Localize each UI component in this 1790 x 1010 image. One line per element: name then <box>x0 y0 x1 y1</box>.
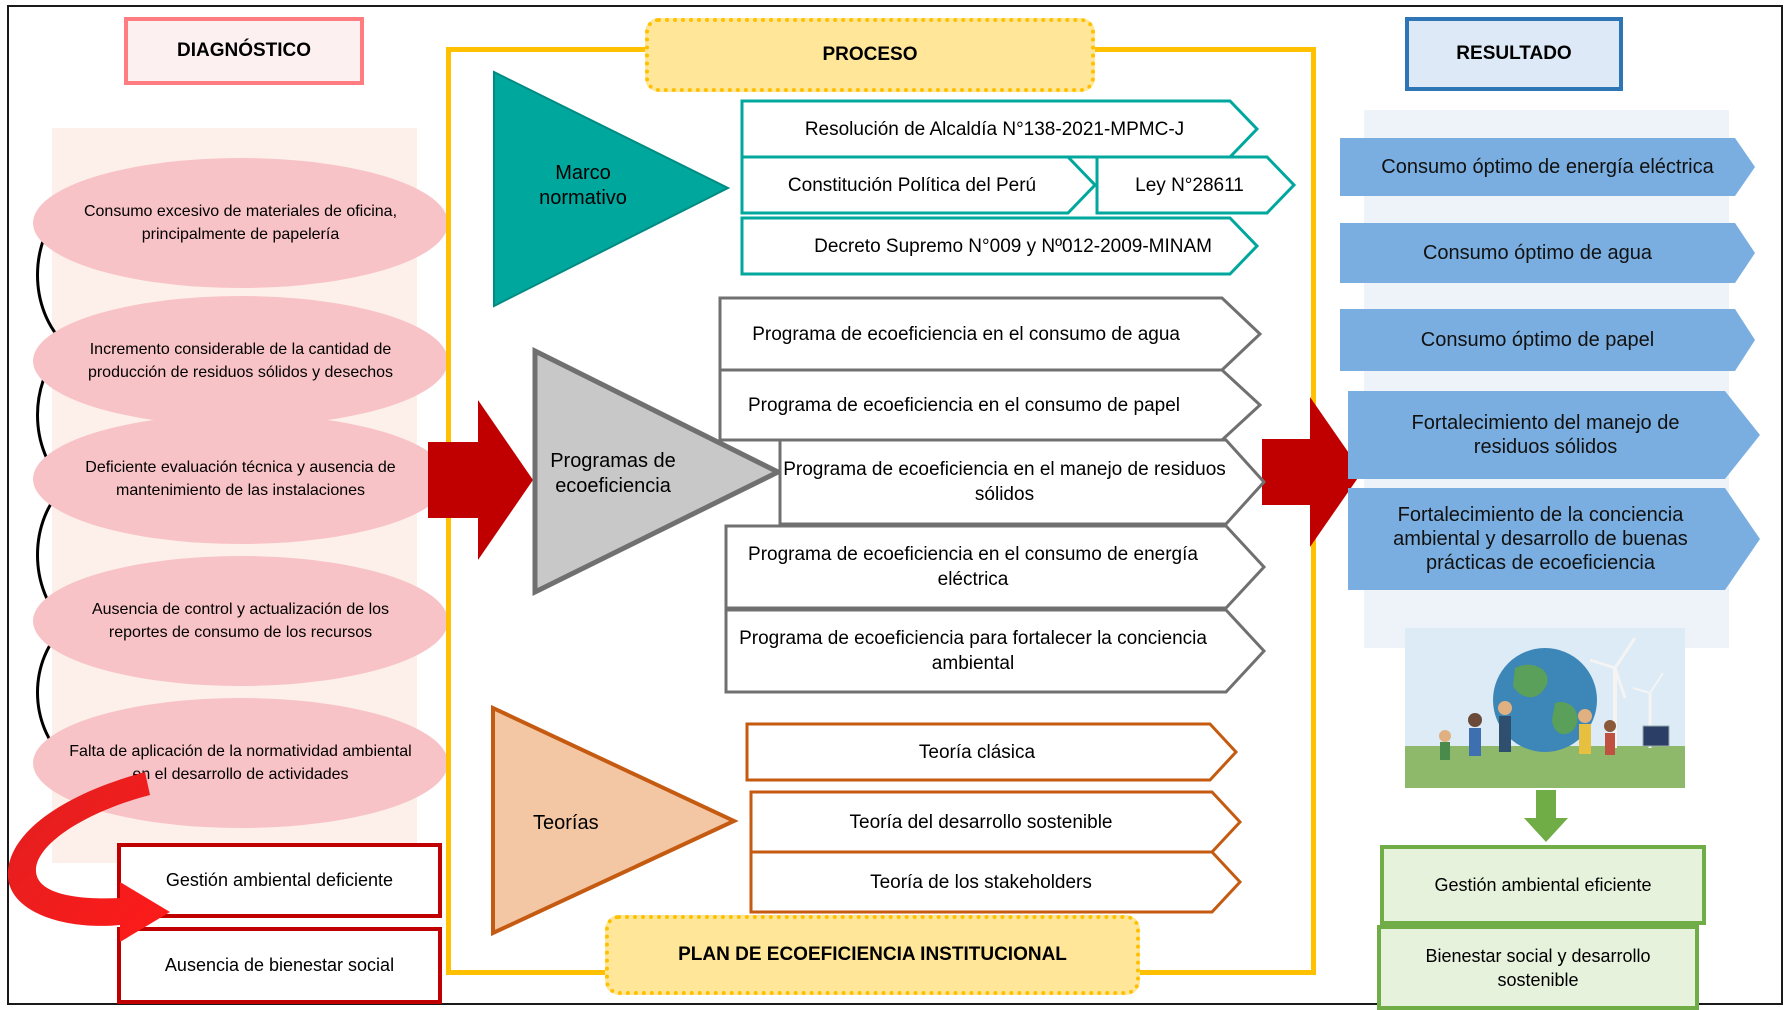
teorias-chevron-shape <box>749 850 1243 914</box>
problem-ellipse: Ausencia de control y actualización de l… <box>33 556 448 686</box>
problem-text: Incremento considerable de la cantidad d… <box>87 341 394 381</box>
outcome-text: Bienestar social y desarrollo sostenible <box>1425 945 1651 990</box>
teorias-triangle <box>491 704 739 937</box>
teorias-item: Teoría de los stakeholders <box>751 852 1211 912</box>
marco-item: Decreto Supremo N°009 y Nº012-2009-MINAM <box>742 218 1232 274</box>
programas-chevron-shape <box>724 524 1267 610</box>
outcome-box-bienestar-ausente: Ausencia de bienestar social <box>117 927 442 1004</box>
people-icon <box>1439 701 1616 760</box>
programas-chevron-shape <box>724 608 1267 694</box>
teorias-item-text: Teoría del desarrollo sostenible <box>849 811 1113 833</box>
curved-red-arrow <box>7 772 170 942</box>
programas-item-text: Programa de ecoeficiencia para fortalece… <box>739 628 1207 674</box>
resultado-arrow-shape <box>1340 309 1755 371</box>
problem-text: Deficiente evaluación técnica y ausencia… <box>85 459 396 499</box>
problem-text: Consumo excesivo de materiales de oficin… <box>83 203 398 243</box>
programas-item: Programa de ecoeficiencia en el consumo … <box>720 370 1220 440</box>
marco-item: Ley N°28611 <box>1097 157 1282 213</box>
diagnostico-header: DIAGNÓSTICO <box>124 17 364 85</box>
marco-item: Constitución Política del Perú <box>742 157 1082 213</box>
proceso-header: PROCESO <box>645 18 1095 92</box>
problem-ellipse: Incremento considerable de la cantidad d… <box>33 296 448 426</box>
resultado-item-text: Consumo óptimo de energía eléctrica <box>1381 156 1714 178</box>
problem-ellipse: Deficiente evaluación técnica y ausencia… <box>33 414 448 544</box>
teorias-item: Teoría clásica <box>747 724 1207 780</box>
programas-item: Programa de ecoeficiencia en el manejo d… <box>782 442 1227 522</box>
outcome-box-bienestar-sostenible: Bienestar social y desarrollo sostenible <box>1377 925 1699 1010</box>
resultado-item-text: Consumo óptimo de agua <box>1422 242 1653 264</box>
programas-chevron-shape <box>718 368 1263 442</box>
arrow-diagnostico-to-proceso <box>428 400 533 560</box>
resultado-arrow-shape <box>1340 138 1755 196</box>
outcome-text: Gestión ambiental deficiente <box>165 870 394 890</box>
outcome-box-gestion-deficiente: Gestión ambiental deficiente <box>117 843 442 918</box>
marco-chevron-shape <box>740 99 1260 159</box>
marco-label-text: Marco normativo <box>539 162 627 209</box>
programas-item: Programa de ecoeficiencia para fortalece… <box>728 612 1218 690</box>
marco-item-text: Ley N°28611 <box>1135 174 1244 196</box>
resultado-item: Consumo óptimo de energía eléctrica <box>1340 138 1755 196</box>
resultado-item: Consumo óptimo de papel <box>1340 309 1735 371</box>
programas-item-text: Programa de ecoeficiencia en el consumo … <box>748 544 1198 590</box>
programas-item: Programa de ecoeficiencia en el consumo … <box>728 528 1218 606</box>
marco-item-text: Constitución Política del Perú <box>787 174 1037 196</box>
proceso-header-label: PROCESO <box>822 44 918 65</box>
green-down-arrow <box>1524 790 1568 842</box>
programas-item: Programa de ecoeficiencia en el consumo … <box>720 298 1220 370</box>
resultado-item-text: Consumo óptimo de papel <box>1420 329 1655 351</box>
diagnostico-header-label: DIAGNÓSTICO <box>176 40 312 61</box>
problem-ellipse: Consumo excesivo de materiales de oficin… <box>33 158 448 288</box>
resultado-item: Fortalecimiento de la conciencia ambient… <box>1348 488 1733 590</box>
teorias-item: Teoría del desarrollo sostenible <box>751 792 1211 852</box>
resultado-item: Consumo óptimo de agua <box>1340 223 1735 283</box>
marco-label: Marco normativo <box>518 156 648 216</box>
marco-item-text: Resolución de Alcaldía N°138-2021-MPMC-J <box>804 118 1185 140</box>
plan-label-text: PLAN DE ECOEFICIENCIA INSTITUCIONAL <box>678 944 1067 965</box>
teorias-label: Teorías <box>533 808 633 838</box>
programas-chevron-shape <box>778 438 1267 526</box>
programas-label-text: Programas de ecoeficiencia <box>550 450 676 497</box>
marco-item: Resolución de Alcaldía N°138-2021-MPMC-J <box>742 101 1257 157</box>
resultado-item-text: Fortalecimiento del manejo de residuos s… <box>1411 412 1680 458</box>
problem-text: Falta de aplicación de la normatividad a… <box>69 743 412 783</box>
marco-chevron-shape <box>740 155 1098 215</box>
arrow-proceso-to-resultado <box>1262 397 1362 547</box>
resultado-arrow-shape <box>1348 391 1760 479</box>
resultado-item-text: Fortalecimiento de la conciencia ambient… <box>1393 504 1688 574</box>
programas-label: Programas de ecoeficiencia <box>548 444 678 504</box>
resultado-header: RESULTADO <box>1405 17 1623 91</box>
marco-chevron-shape <box>740 216 1260 276</box>
programas-chevron-shape <box>718 296 1263 372</box>
teorias-item-text: Teoría clásica <box>918 741 1036 763</box>
solar-panel-icon <box>1642 725 1670 747</box>
resultado-header-label: RESULTADO <box>1456 43 1572 64</box>
ecology-illustration <box>1405 628 1685 788</box>
resultado-arrow-shape <box>1340 223 1755 283</box>
diagram-frame <box>7 5 1783 1005</box>
programas-item-text: Programa de ecoeficiencia en el consumo … <box>752 323 1180 345</box>
outcome-text: Ausencia de bienestar social <box>164 955 395 975</box>
teorias-item-text: Teoría de los stakeholders <box>870 871 1092 893</box>
programas-item-text: Programa de ecoeficiencia en el manejo d… <box>783 459 1226 505</box>
teorias-chevron-shape <box>749 790 1243 854</box>
marco-item-text: Decreto Supremo N°009 y Nº012-2009-MINAM <box>814 235 1212 257</box>
plan-label: PLAN DE ECOEFICIENCIA INSTITUCIONAL <box>605 915 1140 995</box>
resultado-item: Fortalecimiento del manejo de residuos s… <box>1348 391 1743 479</box>
programas-item-text: Programa de ecoeficiencia en el consumo … <box>748 394 1180 416</box>
teorias-label-text: Teorías <box>533 811 599 834</box>
marco-triangle <box>493 70 731 308</box>
outcome-box-gestion-eficiente: Gestión ambiental eficiente <box>1380 845 1706 925</box>
outcome-text: Gestión ambiental eficiente <box>1434 875 1652 895</box>
resultado-arrow-shape <box>1348 488 1760 590</box>
programas-triangle <box>532 346 784 597</box>
teorias-chevron-shape <box>745 722 1239 782</box>
marco-chevron-shape <box>1095 155 1297 215</box>
problem-text: Ausencia de control y actualización de l… <box>91 601 390 641</box>
globe-icon <box>1493 648 1597 752</box>
